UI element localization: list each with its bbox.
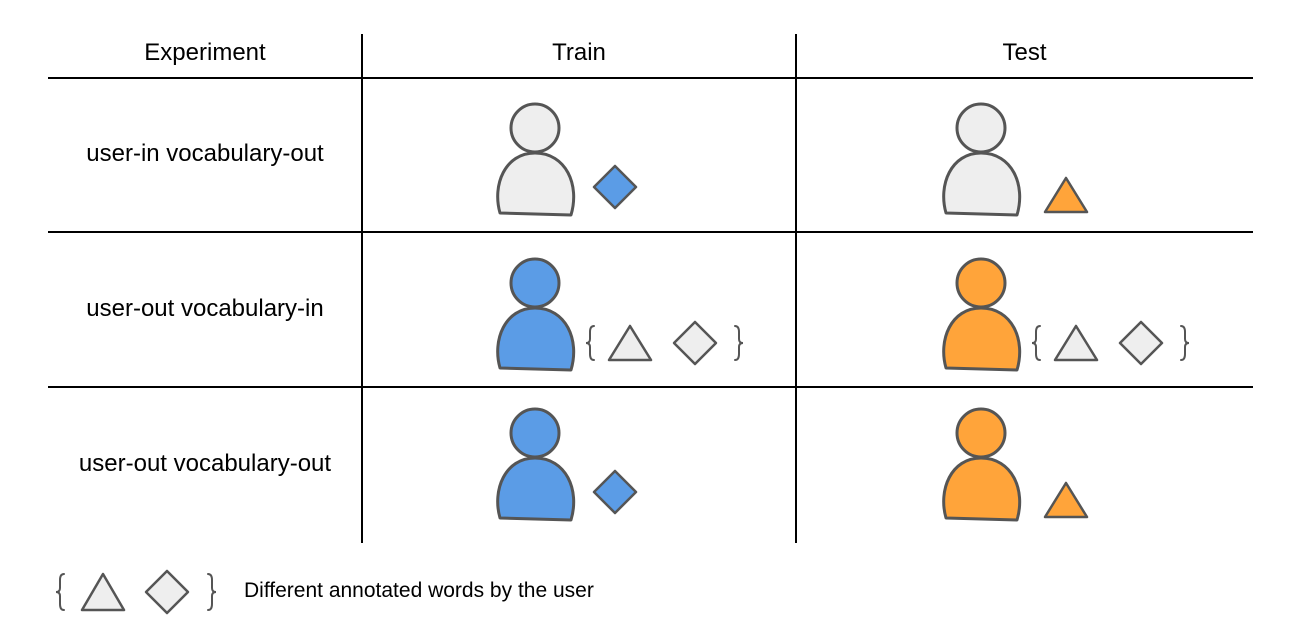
diamond-icon xyxy=(1118,320,1164,366)
header-test: Test xyxy=(1002,39,1047,66)
user-body xyxy=(942,151,1022,217)
user-body xyxy=(496,151,576,217)
header-divider xyxy=(48,77,1253,79)
user-head xyxy=(955,407,1007,459)
user-body xyxy=(496,306,576,372)
legend-text: Different annotated words by the user xyxy=(244,579,594,602)
row-label-1: user-in vocabulary-out xyxy=(86,140,324,167)
user-body xyxy=(942,306,1022,372)
triangle-icon xyxy=(1053,324,1099,362)
header-experiment: Experiment xyxy=(144,39,266,66)
cell-figure-row3-train xyxy=(496,407,638,522)
user-head xyxy=(955,102,1007,154)
row-divider-2 xyxy=(48,386,1253,388)
user-body xyxy=(942,456,1022,522)
cell-figure-row2-train xyxy=(496,257,744,372)
cell-figure-row2-test xyxy=(942,257,1190,372)
diamond-icon xyxy=(144,569,190,615)
user-icon xyxy=(942,257,1022,372)
header-train: Train xyxy=(552,39,606,66)
column-divider-1 xyxy=(361,34,363,543)
row-divider-1 xyxy=(48,231,1253,233)
triangle-icon xyxy=(607,324,653,362)
user-icon xyxy=(942,102,1022,217)
row-label-3: user-out vocabulary-out xyxy=(78,450,332,477)
user-head xyxy=(509,102,561,154)
triangle-icon xyxy=(80,572,126,612)
diamond-icon xyxy=(592,469,638,515)
diamond-icon xyxy=(672,320,718,366)
column-divider-2 xyxy=(795,34,797,543)
brace-close-icon xyxy=(734,325,744,361)
legend-symbol xyxy=(55,569,217,615)
user-head xyxy=(509,257,561,309)
user-icon xyxy=(942,407,1022,522)
brace-open-icon xyxy=(585,325,595,361)
user-head xyxy=(955,257,1007,309)
diamond-icon xyxy=(592,164,638,210)
brace-open-icon xyxy=(1031,325,1041,361)
brace-close-icon xyxy=(1180,325,1190,361)
user-head xyxy=(509,407,561,459)
legend-brace-close-icon xyxy=(207,573,217,611)
cell-figure-row1-train xyxy=(496,102,638,217)
row-label-2: user-out vocabulary-in xyxy=(86,295,324,322)
cell-figure-row1-test xyxy=(942,102,1089,217)
user-icon xyxy=(496,407,576,522)
triangle-icon xyxy=(1043,481,1089,519)
legend-brace-open-icon xyxy=(55,573,65,611)
user-icon xyxy=(496,102,576,217)
cell-figure-row3-test xyxy=(942,407,1089,522)
user-icon xyxy=(496,257,576,372)
user-body xyxy=(496,456,576,522)
triangle-icon xyxy=(1043,176,1089,214)
